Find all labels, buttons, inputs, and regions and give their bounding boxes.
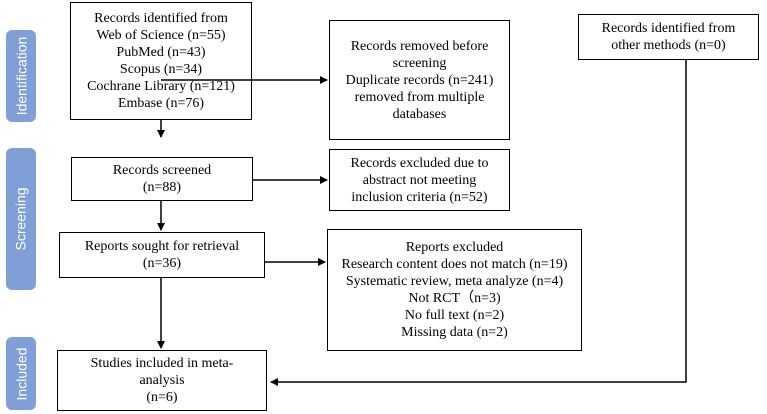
other-methods-line: Records identified from — [601, 21, 736, 36]
records-excluded-line: abstract not meeting — [362, 172, 477, 188]
records-identified-line: Records identified from — [94, 11, 228, 26]
studies-included-line: Studies included in meta- — [90, 356, 234, 371]
records-screened-line: Records screened — [112, 163, 212, 178]
other-methods-line: other methods (n=0) — [611, 38, 726, 53]
reports-excluded-line: Missing data (n=2) — [401, 325, 508, 340]
other-methods-box: Records identified from other methods (n… — [578, 14, 759, 60]
records-removed-line: Duplicate records (n=241) — [345, 72, 494, 88]
records-excluded-line: inclusion criteria (n=52) — [351, 189, 488, 205]
records-removed-line: databases — [392, 106, 447, 122]
reports-excluded-line: Reports excluded — [405, 240, 504, 255]
records-excluded-box: Records excluded due to abstract not mee… — [329, 149, 510, 211]
records-identified-line: Scopus (n=34) — [119, 62, 203, 77]
reports-excluded-box: Reports excluded Research content does n… — [327, 229, 582, 351]
phase-identification: Identification — [6, 30, 36, 122]
records-removed-line: screening — [392, 55, 447, 71]
records-removed-box: Records removed before screening Duplica… — [329, 20, 510, 140]
records-removed-line: removed from multiple — [354, 89, 485, 105]
studies-included-box: Studies included in meta- analysis (n=6) — [57, 350, 267, 411]
reports-excluded-line: Not RCT（n=3) — [408, 291, 501, 306]
studies-included-line: (n=6) — [146, 390, 178, 405]
arrow-other-methods-to-included — [270, 60, 687, 386]
records-identified-line: PubMed (n=43) — [116, 45, 206, 60]
reports-sought-box: Reports sought for retrieval (n=36) — [59, 232, 265, 278]
records-identified-line: Web of Science (n=55) — [96, 28, 226, 43]
records-screened-line: (n=88) — [142, 180, 182, 195]
reports-sought-line: (n=36) — [142, 256, 182, 271]
reports-excluded-line: No full text (n=2) — [404, 308, 505, 323]
records-removed-line: Records removed before — [350, 38, 489, 54]
reports-sought-line: Reports sought for retrieval — [84, 239, 240, 254]
records-identified-line: Cochrane Library (n=121) — [87, 79, 235, 94]
studies-included-line: analysis — [139, 373, 185, 388]
phase-screening: Screening — [6, 148, 36, 290]
records-identified-box: Records identified from Web of Science (… — [70, 2, 252, 120]
records-identified-line: Embase (n=76) — [117, 96, 205, 111]
reports-excluded-line: Systematic review, meta analyze (n=4) — [345, 274, 564, 289]
reports-excluded-line: Research content does not match (n=19) — [341, 257, 568, 272]
records-screened-box: Records screened (n=88) — [71, 157, 253, 201]
records-excluded-line: Records excluded due to — [350, 155, 489, 171]
phase-included: Included — [6, 337, 36, 410]
